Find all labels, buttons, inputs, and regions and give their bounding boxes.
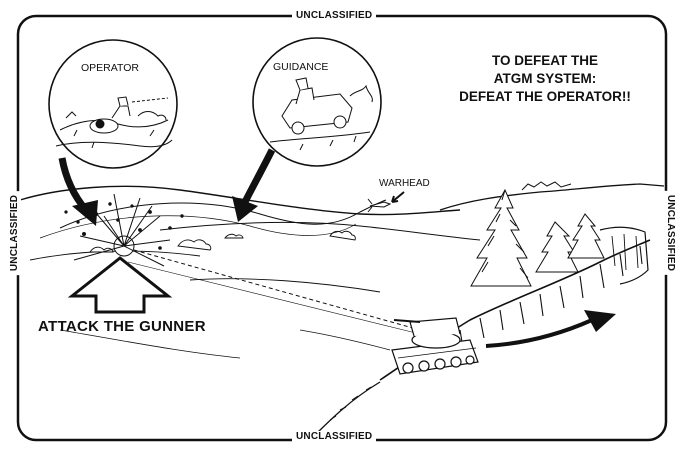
headline: TO DEFEAT THE ATGM SYSTEM: DEFEAT THE OP…: [420, 52, 670, 106]
up-arrow-icon: [67, 256, 173, 314]
guidance-wire: [59, 199, 387, 229]
tank-icon: [391, 317, 479, 375]
sight-line: [133, 249, 421, 331]
operator-callout: [48, 39, 178, 169]
pointer-arrow-icon: [391, 191, 405, 203]
classification-left: UNCLASSIFIED: [9, 190, 21, 276]
guidance-label: GUIDANCE: [273, 61, 329, 73]
bushes: [89, 230, 356, 253]
operator-figure-icon: [55, 96, 173, 149]
horizon-hills: [439, 183, 665, 211]
guidance-vehicle-icon: [269, 77, 373, 151]
headline-line-3: DEFEAT THE OPERATOR!!: [459, 89, 631, 104]
missile-icon: [367, 198, 392, 213]
headline-line-2: ATGM SYSTEM:: [493, 71, 597, 86]
warhead-label: WARHEAD: [379, 178, 430, 189]
classification-bottom: UNCLASSIFIED: [292, 431, 377, 443]
guidance-arrow-icon: [240, 148, 276, 206]
tree-cluster: [470, 188, 605, 287]
operator-arrow-icon: [58, 157, 89, 213]
classification-right: UNCLASSIFIED: [664, 190, 676, 276]
escape-arrow-icon: [485, 318, 593, 348]
operator-label: OPERATOR: [81, 62, 139, 74]
attack-the-gunner-label: ATTACK THE GUNNER: [38, 318, 206, 335]
ridge-line: [19, 185, 461, 216]
headline-line-1: TO DEFEAT THE: [491, 53, 598, 68]
classification-top: UNCLASSIFIED: [292, 10, 377, 22]
